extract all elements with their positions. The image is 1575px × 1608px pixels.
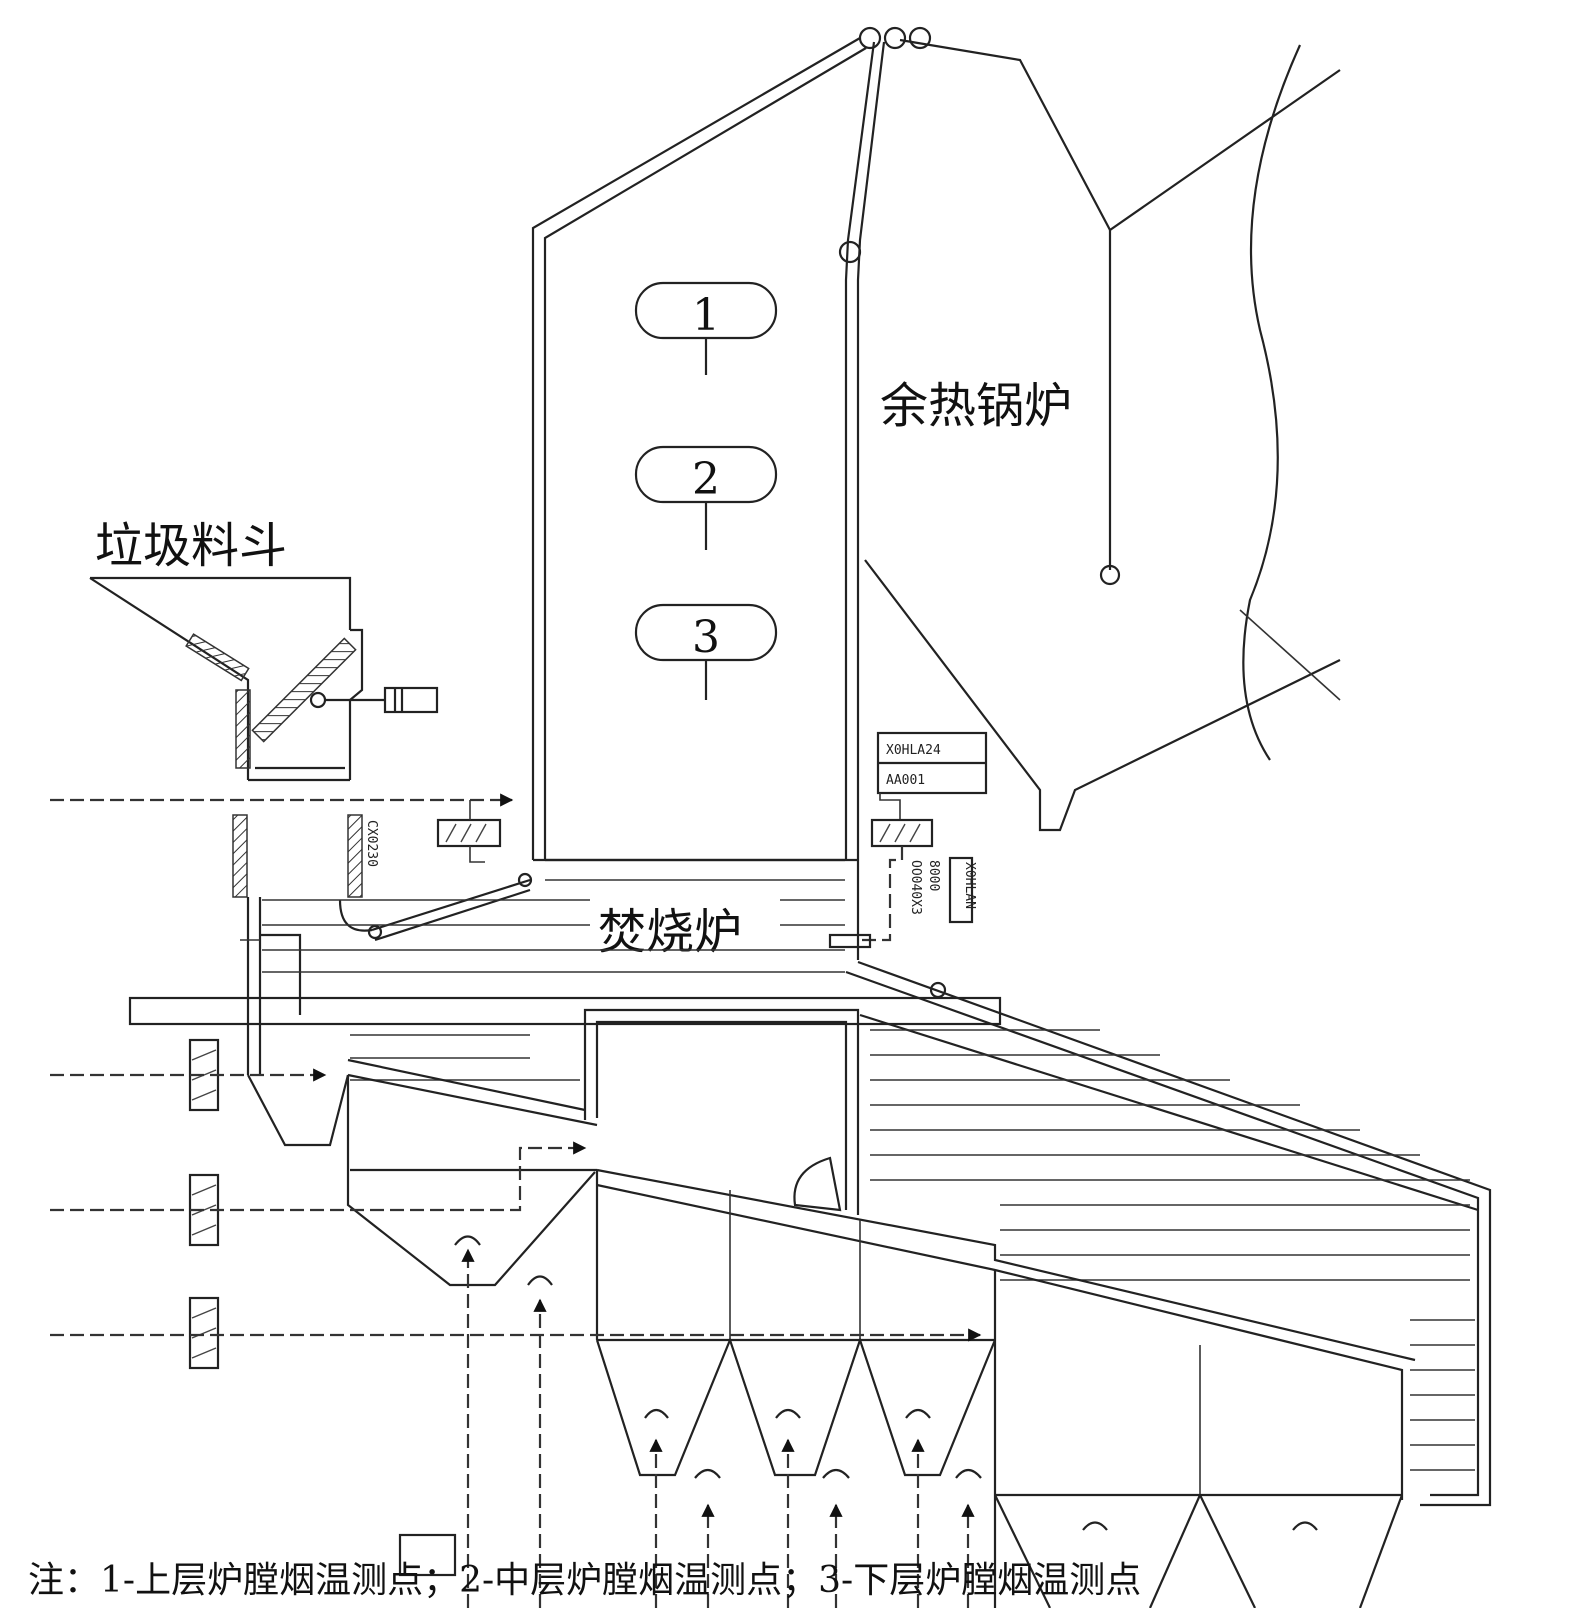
- furnace-rear-roof: [845, 960, 1492, 1507]
- boiler-drums: [838, 26, 932, 264]
- tag-8000: 8000: [926, 860, 941, 891]
- measurement-point-3: [634, 603, 778, 700]
- point-1-label: 1: [692, 290, 720, 341]
- grate-block: [347, 1008, 860, 1215]
- tag-x0hla24: X0HLA24: [886, 743, 941, 758]
- primary-air-line-3: [50, 1296, 982, 1370]
- vertical-air-arrows: [454, 1235, 1318, 1608]
- instrument-tag-box: [436, 731, 988, 949]
- waste-hopper: [89, 576, 439, 898]
- tag-x0hlan: X0HLAN: [962, 862, 977, 909]
- point-3-label: 3: [692, 612, 720, 663]
- tag-cx0230: CX0230: [364, 820, 379, 867]
- furnace-shaft: [531, 37, 886, 960]
- tag-oo040x3: OO040X3: [908, 860, 923, 915]
- furnace-hatching: [262, 879, 845, 1081]
- point-2-label: 2: [692, 454, 720, 505]
- primary-air-line-2: [50, 1141, 587, 1247]
- tag-aa001: AA001: [886, 773, 925, 788]
- feed-chute: [128, 872, 1002, 1147]
- boiler-label: 余热锅炉: [880, 378, 1072, 434]
- figure-note: 注：1-上层炉膛烟温测点；2-中层炉膛烟温测点；3-下层炉膛烟温测点: [28, 1560, 1141, 1601]
- waste-heat-boiler: [864, 38, 1341, 832]
- measurement-point-2: [634, 445, 778, 550]
- hopper-label: 垃圾料斗: [95, 518, 287, 574]
- primary-air-line-1: [50, 1038, 327, 1112]
- measurement-point-1: [634, 281, 778, 375]
- furnace-label: 焚烧炉: [598, 904, 742, 960]
- rear-hatching: [870, 1029, 1475, 1471]
- grate-steps: [346, 1075, 1416, 1608]
